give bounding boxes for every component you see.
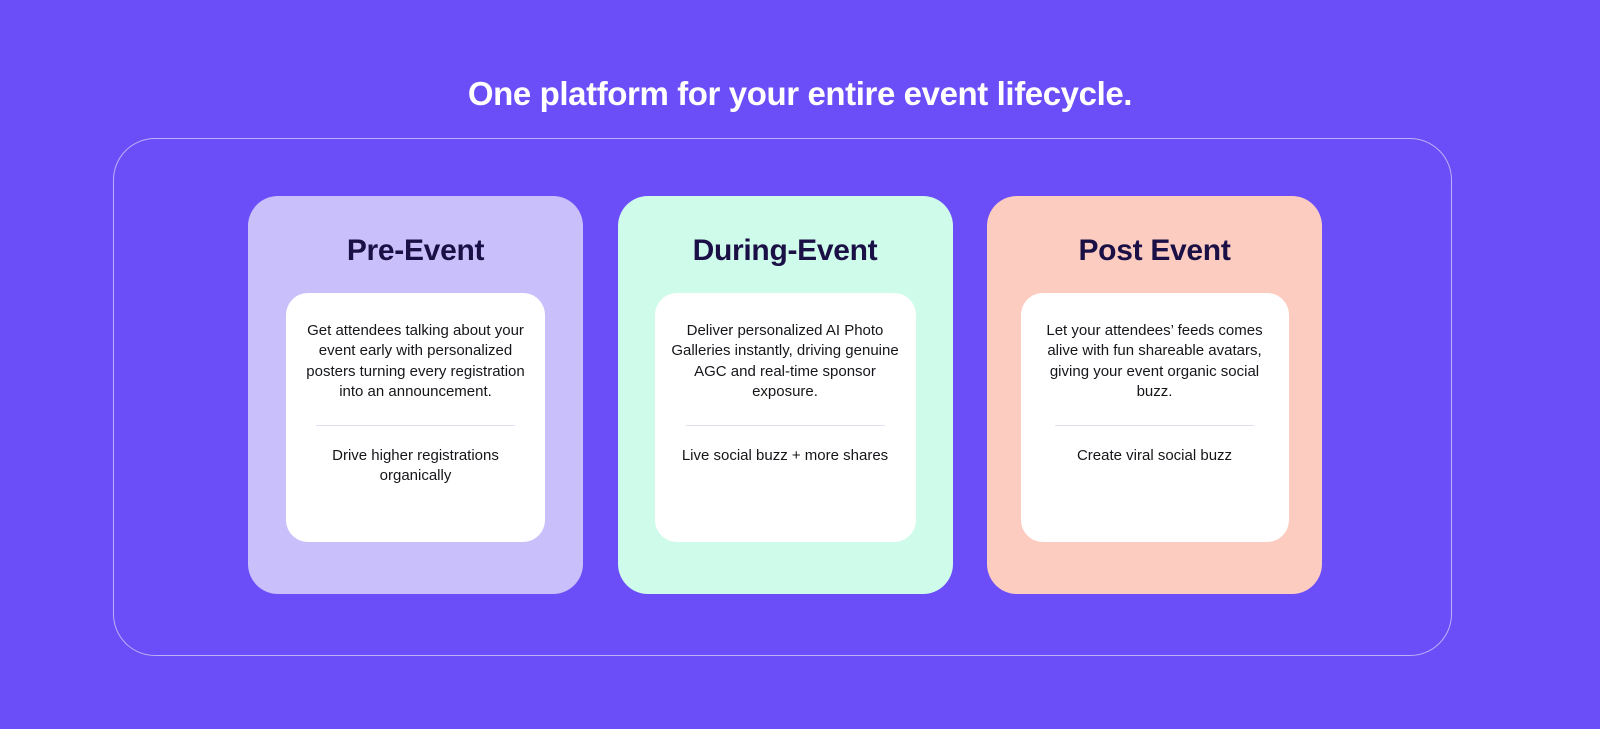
- stage-card-panel: Get attendees talking about your event e…: [286, 293, 545, 542]
- stage-card-title: Pre-Event: [346, 234, 485, 267]
- panel-divider: [1055, 424, 1254, 426]
- stage-card-panel: Let your attendees’ feeds comes alive wi…: [1020, 293, 1289, 542]
- stage-card-outcome: Create viral social buzz: [1076, 446, 1233, 464]
- stage-card-during-event[interactable]: During-Event Deliver personalized AI Pho…: [617, 196, 953, 594]
- stage-card-panel: Deliver personalized AI Photo Galleries …: [654, 293, 916, 542]
- stage-card-description: Let your attendees’ feeds comes alive wi…: [1046, 322, 1263, 401]
- stage-card-outcome: Live social buzz + more shares: [681, 446, 889, 464]
- panel-divider: [685, 424, 885, 426]
- page-title: One platform for your entire event lifec…: [467, 75, 1133, 113]
- stage-card-description: Deliver personalized AI Photo Galleries …: [671, 322, 899, 401]
- lifecycle-cards-row: Pre-Event Get attendees talking about yo…: [248, 196, 1322, 594]
- stage-card-description: Get attendees talking about your event e…: [306, 322, 525, 401]
- stage-card-post-event[interactable]: Post Event Let your attendees’ feeds com…: [987, 196, 1322, 594]
- lifecycle-frame: [113, 138, 1452, 656]
- stage-card-outcome: Drive higher registrations organically: [332, 446, 499, 485]
- panel-divider: [316, 424, 515, 426]
- stage-card-pre-event[interactable]: Pre-Event Get attendees talking about yo…: [248, 196, 583, 594]
- stage-card-title: During-Event: [692, 234, 878, 267]
- stage-card-title: Post Event: [1078, 234, 1231, 267]
